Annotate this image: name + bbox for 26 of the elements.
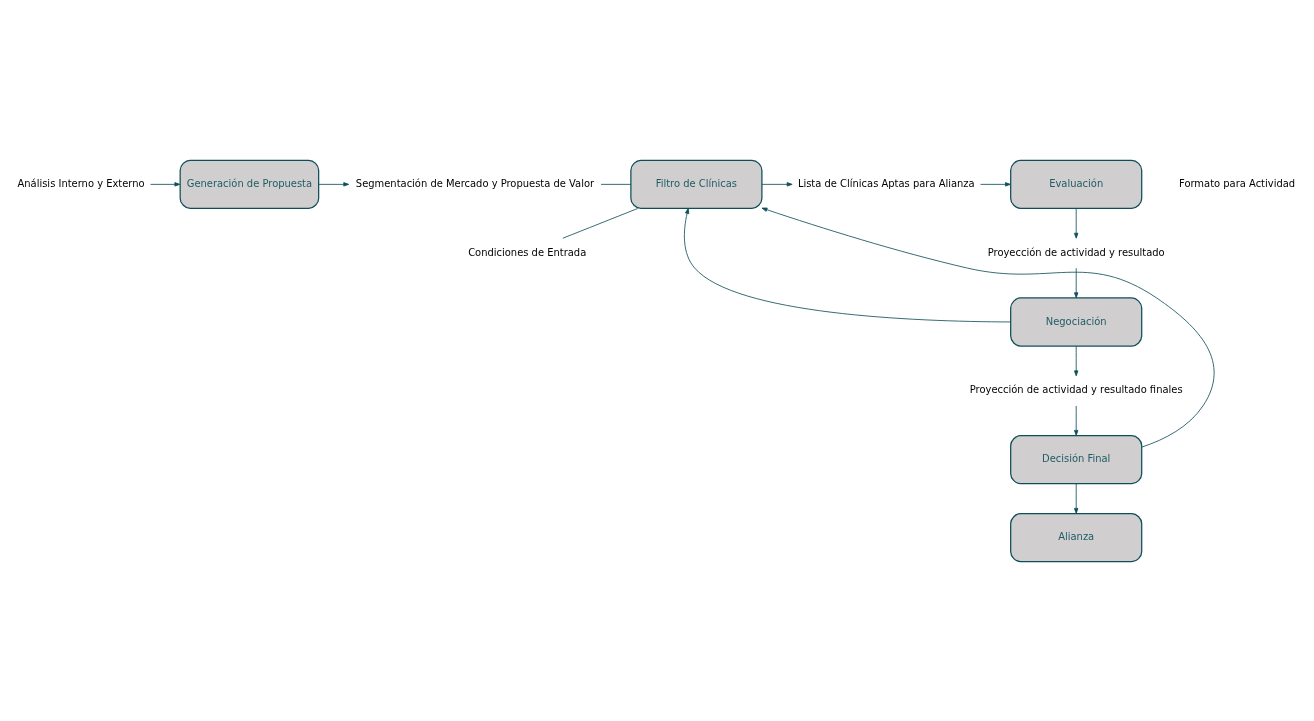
arrow	[150, 181, 181, 187]
arrow	[761, 207, 1215, 448]
node-box: Alianza	[1010, 512, 1143, 562]
node-text: Formato para Actividad	[1179, 177, 1296, 189]
arrow	[761, 181, 793, 187]
node-box: Decisión Final	[1010, 434, 1143, 484]
node-box: Filtro de Clínicas	[630, 159, 763, 209]
node-text: Lista de Clínicas Aptas para Alianza	[797, 177, 975, 189]
node-text: Condiciones de Entrada	[468, 246, 587, 258]
node-text: Proyección de actividad y resultado	[987, 246, 1165, 258]
arrow	[1074, 345, 1079, 376]
arrow	[684, 207, 1012, 322]
arrow	[980, 181, 1011, 187]
arrow	[1074, 207, 1079, 239]
node-text: Análisis Interno y Externo	[17, 177, 145, 189]
connector	[600, 183, 632, 185]
arrow	[1074, 405, 1079, 436]
connector	[562, 207, 639, 239]
arrow	[318, 181, 350, 187]
node-text: Segmentación de Mercado y Propuesta de Valor	[355, 177, 595, 189]
node-text: Proyección de actividad y resultado finales	[969, 383, 1183, 395]
arrow	[1074, 267, 1079, 298]
node-box: Evaluación	[1010, 159, 1143, 209]
node-box: Negociación	[1010, 296, 1143, 347]
node-box: Generación de Propuesta	[179, 159, 320, 209]
arrow	[1074, 482, 1079, 514]
